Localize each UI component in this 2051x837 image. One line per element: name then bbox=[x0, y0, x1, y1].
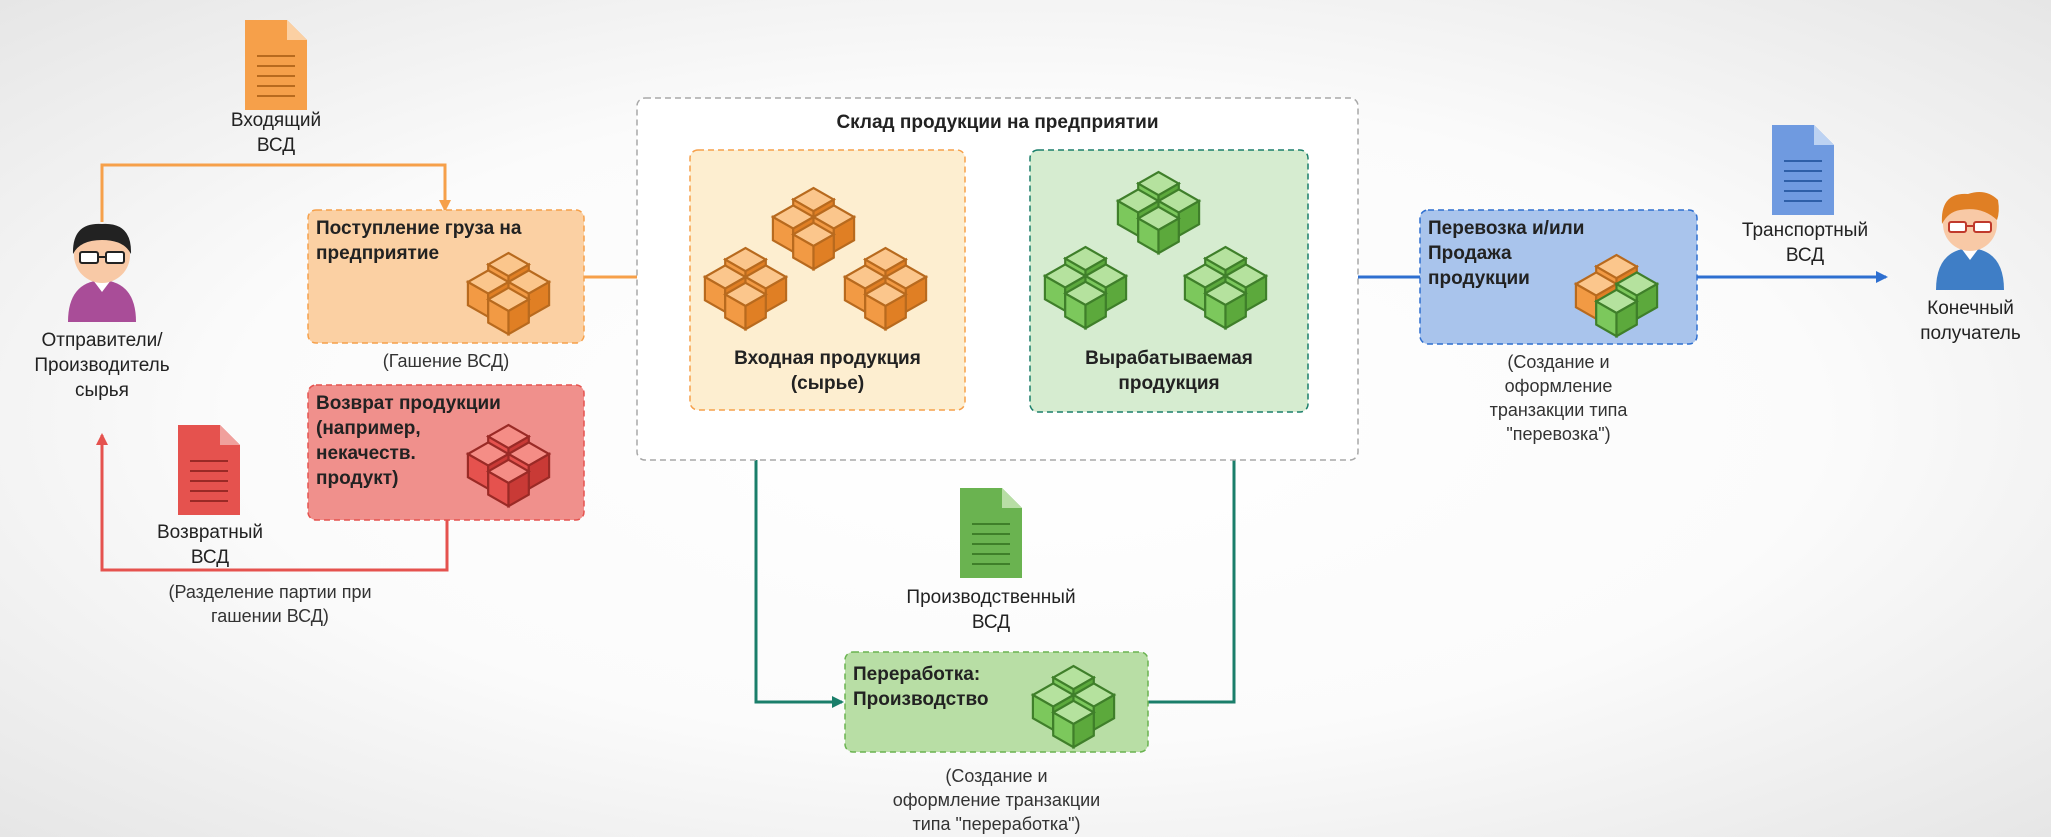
return-vsd-label: Возвратный ВСД bbox=[156, 522, 263, 568]
output-product-box bbox=[1029, 149, 1309, 413]
recipient-person-icon bbox=[1936, 192, 2004, 290]
receipt-caption: (Гашение ВСД) bbox=[382, 351, 510, 371]
processing-box-content: Переработка: Производство bbox=[845, 652, 1148, 752]
connector-processing-to-output bbox=[1148, 410, 1240, 704]
incoming-document-icon bbox=[245, 20, 307, 110]
input-product-box bbox=[689, 149, 966, 411]
receipt-box-title: Поступление груза на предприятие bbox=[316, 218, 522, 264]
output-product-content: Вырабатываемая продукция bbox=[1030, 150, 1308, 412]
connector-return-to-sender bbox=[96, 433, 449, 572]
production-vsd-label: Производственный ВСД bbox=[906, 587, 1076, 633]
return-box-title: Возврат продукции (например, некачеств. … bbox=[316, 393, 501, 489]
return-caption: (Разделение партии при гашении ВСД) bbox=[168, 582, 372, 626]
transport-vsd-label: Транспортный ВСД bbox=[1741, 220, 1869, 266]
incoming-vsd-label: Входящий ВСД bbox=[230, 110, 322, 156]
transport-caption: (Создание и оформление транзакции типа "… bbox=[1489, 352, 1628, 444]
transport-document-icon bbox=[1772, 125, 1834, 215]
output-product-title: Вырабатываемая продукция bbox=[1085, 348, 1253, 394]
recipient-label: Конечный получатель bbox=[1920, 298, 2021, 344]
input-product-content: Входная продукция (сырье) bbox=[690, 150, 965, 410]
connector-sender-to-receipt bbox=[100, 163, 451, 222]
receipt-box-content: Поступление груза на предприятие bbox=[308, 210, 584, 343]
return-document-icon bbox=[178, 425, 240, 515]
warehouse-title: Склад продукции на предприятии bbox=[836, 112, 1159, 133]
transport-box-content: Перевозка и/или Продажа продукции bbox=[1420, 210, 1697, 344]
return-box-content: Возврат продукции (например, некачеств. … bbox=[308, 385, 584, 520]
transport-box-title: Перевозка и/или Продажа продукции bbox=[1428, 218, 1585, 289]
sender-person-icon bbox=[68, 223, 136, 322]
sender-label: Отправители/ Производитель сырья bbox=[34, 330, 170, 401]
processing-caption: (Создание и оформление транзакции типа "… bbox=[892, 766, 1101, 834]
production-document-icon bbox=[960, 488, 1022, 578]
processing-box-title: Переработка: Производство bbox=[853, 664, 989, 710]
connector-input-to-processing bbox=[754, 410, 844, 708]
input-product-title: Входная продукция (сырье) bbox=[734, 348, 921, 394]
